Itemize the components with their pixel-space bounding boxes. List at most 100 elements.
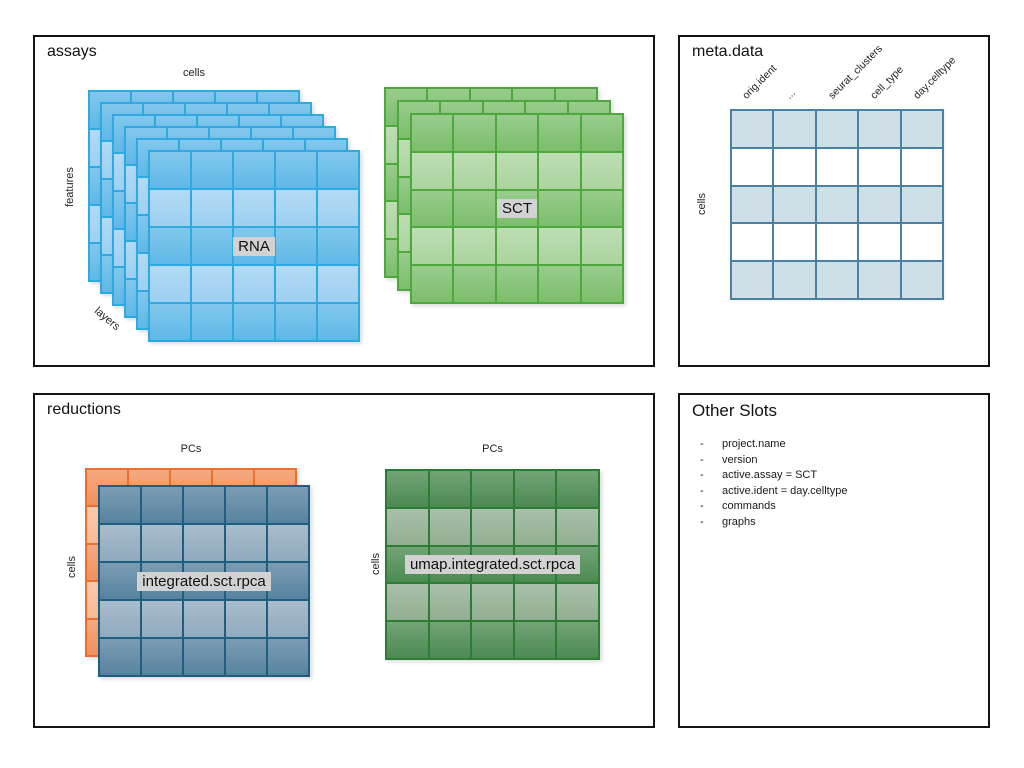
metadata-table bbox=[730, 109, 944, 300]
matrix-cell bbox=[513, 470, 557, 508]
matrix-cell bbox=[317, 303, 359, 341]
matrix-cell bbox=[141, 524, 183, 562]
matrix-cell bbox=[411, 114, 454, 152]
matrix-cell bbox=[580, 227, 623, 266]
matrix-cell bbox=[556, 583, 599, 622]
matrix-cell bbox=[556, 545, 599, 584]
matrix-cell bbox=[233, 189, 275, 227]
matrix-cell bbox=[267, 486, 309, 524]
matrix-cell bbox=[538, 227, 581, 266]
matrix-cell bbox=[428, 621, 472, 659]
matrix-cell bbox=[773, 223, 816, 262]
matrix-cell bbox=[773, 185, 816, 224]
sct-front-sheet bbox=[410, 113, 624, 304]
matrix-cell bbox=[267, 524, 309, 562]
matrix-cell bbox=[858, 147, 901, 186]
slot-list-item: - active.assay = SCT bbox=[700, 468, 847, 484]
matrix-cell bbox=[267, 562, 309, 600]
pca-pcs-axis-label: PCs bbox=[180, 443, 202, 455]
matrix-cell bbox=[495, 151, 539, 190]
matrix-cell bbox=[538, 265, 581, 303]
matrix-cell bbox=[731, 261, 774, 299]
matrix-cell bbox=[538, 189, 581, 228]
matrix-cell bbox=[538, 151, 581, 190]
matrix-cell bbox=[149, 227, 191, 265]
matrix-cell bbox=[183, 486, 225, 524]
matrix-cell bbox=[275, 227, 317, 265]
matrix-cell bbox=[275, 189, 317, 227]
matrix-cell bbox=[513, 507, 557, 546]
matrix-cell bbox=[900, 223, 943, 262]
matrix-cell bbox=[275, 265, 317, 303]
matrix-cell bbox=[317, 189, 359, 227]
matrix-cell bbox=[275, 303, 317, 341]
matrix-cell bbox=[99, 638, 141, 676]
matrix-cell bbox=[386, 470, 429, 508]
slot-item-label: project.name bbox=[722, 438, 786, 450]
matrix-cell bbox=[191, 303, 233, 341]
matrix-cell bbox=[495, 189, 539, 228]
matrix-cell bbox=[183, 600, 225, 638]
matrix-cell bbox=[141, 638, 183, 676]
matrix-cell bbox=[183, 562, 225, 600]
matrix-cell bbox=[513, 583, 557, 622]
matrix-cell bbox=[731, 185, 774, 224]
pca-front-sheet bbox=[98, 485, 310, 677]
umap-cells-axis-label: cells bbox=[370, 552, 382, 576]
matrix-cell bbox=[773, 261, 816, 299]
matrix-cell bbox=[453, 114, 496, 152]
matrix-cell bbox=[149, 189, 191, 227]
matrix-cell bbox=[453, 189, 496, 228]
slot-item-label: graphs bbox=[722, 515, 756, 528]
matrix-cell bbox=[471, 583, 514, 622]
rna-front-sheet bbox=[148, 150, 360, 342]
slot-item-label: commands bbox=[722, 500, 776, 512]
matrix-cell bbox=[99, 524, 141, 562]
matrix-cell bbox=[858, 110, 901, 148]
matrix-cell bbox=[815, 185, 859, 224]
reductions-panel-title: reductions bbox=[47, 401, 121, 418]
matrix-cell bbox=[428, 545, 472, 584]
matrix-cell bbox=[317, 265, 359, 303]
metadata-column-header: day.celltype bbox=[911, 54, 959, 102]
matrix-cell bbox=[233, 151, 275, 189]
assays-panel: assays cells features layers RNA SCT bbox=[33, 35, 655, 367]
matrix-cell bbox=[731, 110, 774, 148]
matrix-cell bbox=[191, 265, 233, 303]
slot-list-item: - commands bbox=[700, 499, 847, 515]
matrix-cell bbox=[453, 265, 496, 303]
other-slots-panel: Other Slots - project.name - version - a… bbox=[678, 393, 990, 728]
matrix-cell bbox=[386, 583, 429, 622]
slot-item-label: version bbox=[722, 453, 758, 466]
matrix-cell bbox=[99, 486, 141, 524]
matrix-cell bbox=[191, 151, 233, 189]
other-slots-panel-title: Other Slots bbox=[692, 401, 778, 420]
matrix-cell bbox=[815, 147, 859, 186]
matrix-cell bbox=[858, 185, 901, 224]
matrix-cell bbox=[191, 227, 233, 265]
metadata-column-header: cell_type bbox=[868, 63, 906, 102]
matrix-cell bbox=[183, 524, 225, 562]
slot-item-label: active.assay = SCT bbox=[722, 469, 818, 481]
matrix-cell bbox=[317, 227, 359, 265]
list-bullet: - bbox=[700, 469, 704, 481]
pca-cells-axis-label: cells bbox=[66, 555, 78, 579]
matrix-cell bbox=[233, 265, 275, 303]
list-bullet: - bbox=[700, 484, 704, 497]
matrix-cell bbox=[495, 227, 539, 266]
matrix-cell bbox=[900, 261, 943, 299]
matrix-cell bbox=[428, 470, 472, 508]
matrix-cell bbox=[275, 151, 317, 189]
matrix-cell bbox=[556, 507, 599, 546]
matrix-cell bbox=[580, 189, 623, 228]
matrix-cell bbox=[731, 147, 774, 186]
assays-panel-title: assays bbox=[47, 43, 97, 60]
matrix-cell bbox=[471, 621, 514, 659]
matrix-cell bbox=[411, 189, 454, 228]
matrix-cell bbox=[815, 223, 859, 262]
reductions-panel: reductions PCs cells integrated.sct.rpca… bbox=[33, 393, 655, 728]
matrix-cell bbox=[495, 114, 539, 152]
matrix-cell bbox=[225, 486, 267, 524]
slot-item-label: active.ident = day.celltype bbox=[722, 484, 848, 497]
